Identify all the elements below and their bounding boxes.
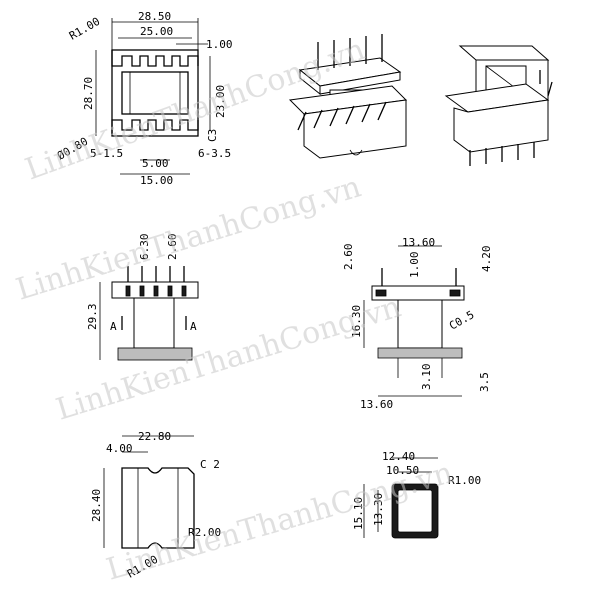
iso-view-left <box>288 34 408 159</box>
dim-flange-height: 28.40 <box>90 489 103 522</box>
dim-flange-width: 22.80 <box>138 430 171 443</box>
dim-side-pin-bottom: 3.5 <box>478 372 491 392</box>
dim-pitch-a: 5-1.5 <box>90 147 123 160</box>
dim-corner-radius: R1.00 <box>67 15 102 43</box>
iso-view-right <box>444 45 553 166</box>
section-view: 12.40 10.50 R1.00 15.10 13.30 <box>352 450 481 539</box>
top-view: 28.50 25.00 1.00 R1.00 28.70 23.00 C3 Ø0… <box>55 10 233 187</box>
side-core <box>397 299 443 349</box>
dim-width-inner: 25.00 <box>140 25 173 38</box>
front-view: 29.3 6.30 2.60 A A <box>86 234 199 361</box>
dim-height-inner: 23.00 <box>214 85 227 118</box>
side-bottom-flange <box>377 347 463 359</box>
section-inner <box>397 489 433 533</box>
flange-outline <box>121 467 195 549</box>
dim-side-base-height: 3.10 <box>420 364 433 391</box>
front-bottom-flange <box>117 347 193 361</box>
iso2-top <box>458 45 550 61</box>
dim-chamfer: C3 <box>206 129 219 142</box>
dim-height-overall: 28.70 <box>82 77 95 110</box>
dim-side-pin-height: 4.20 <box>480 246 493 273</box>
dim-side-core-height: 16.30 <box>350 305 363 338</box>
top-comb <box>111 50 199 67</box>
section-mark-left: A <box>110 320 117 333</box>
dim-pin-width: 1.00 <box>206 38 233 51</box>
watermark-3: LinhKienThanhCong.vn <box>52 289 405 427</box>
front-core <box>133 297 175 349</box>
dim-side-width-bottom: 13.60 <box>360 398 393 411</box>
dim-side-pin-top: 2.60 <box>342 244 355 271</box>
dim-width-base: 15.00 <box>140 174 173 187</box>
dim-front-pin-b: 2.60 <box>166 234 179 261</box>
dim-section-radius: R1.00 <box>448 474 481 487</box>
top-view-outline <box>111 49 199 137</box>
dim-side-width-top: 13.60 <box>402 236 435 249</box>
dim-width-overall: 28.50 <box>138 10 171 23</box>
dim-pitch-b: 6-3.5 <box>198 147 231 160</box>
dim-side-chamfer: C0.5 <box>447 308 476 333</box>
dim-section-outer-h: 15.10 <box>352 497 365 530</box>
dim-front-pin-a: 6.30 <box>138 234 151 261</box>
dim-section-outer-w: 12.40 <box>382 450 415 463</box>
dim-side-slot: 1.00 <box>408 252 421 279</box>
dim-front-height: 29.3 <box>86 304 99 331</box>
dim-flange-notch: 4.00 <box>106 442 133 455</box>
bottom-comb <box>111 119 199 136</box>
dim-flange-chamfer: C 2 <box>200 458 220 471</box>
core-window <box>121 71 189 115</box>
dim-pitch-c: 5.00 <box>142 157 169 170</box>
dim-section-inner-w: 10.50 <box>386 464 419 477</box>
section-mark-right: A <box>190 320 197 333</box>
dim-section-inner-h: 13.30 <box>372 493 385 526</box>
dim-flange-radius-a: R2.00 <box>188 526 221 539</box>
